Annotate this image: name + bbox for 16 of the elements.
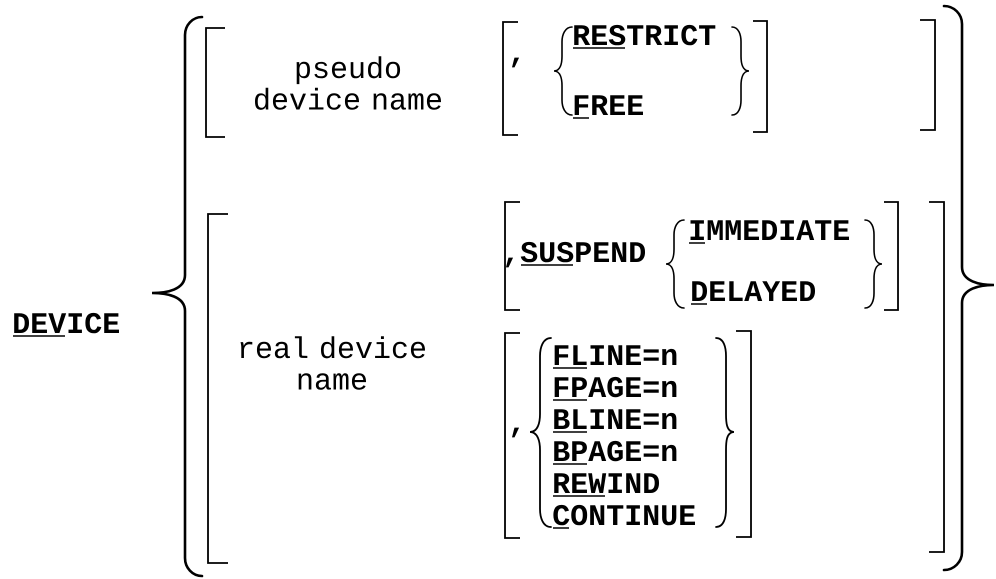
placeholder-text: real device name [240,336,425,390]
keyword: IMMEDIATE [689,220,849,244]
keyword: FPAGE=n [553,376,676,401]
keyword: RESTRICT [573,24,716,49]
placeholder-text: pseudo device name [255,56,441,110]
comma: , [512,428,520,438]
keyword: FLINE=n [553,345,676,369]
keyword: FREE [573,95,643,119]
keyword: DELAYED [691,281,816,305]
keyword: REWIND [553,473,660,497]
keyword: DEVICE [13,312,119,337]
comma: , [512,58,520,68]
keyword: BLINE=n [553,409,676,433]
keyword: ,SUSPEND [506,242,646,268]
keyword: BPAGE=n [553,440,676,465]
keyword: CONTINUE [553,504,695,529]
